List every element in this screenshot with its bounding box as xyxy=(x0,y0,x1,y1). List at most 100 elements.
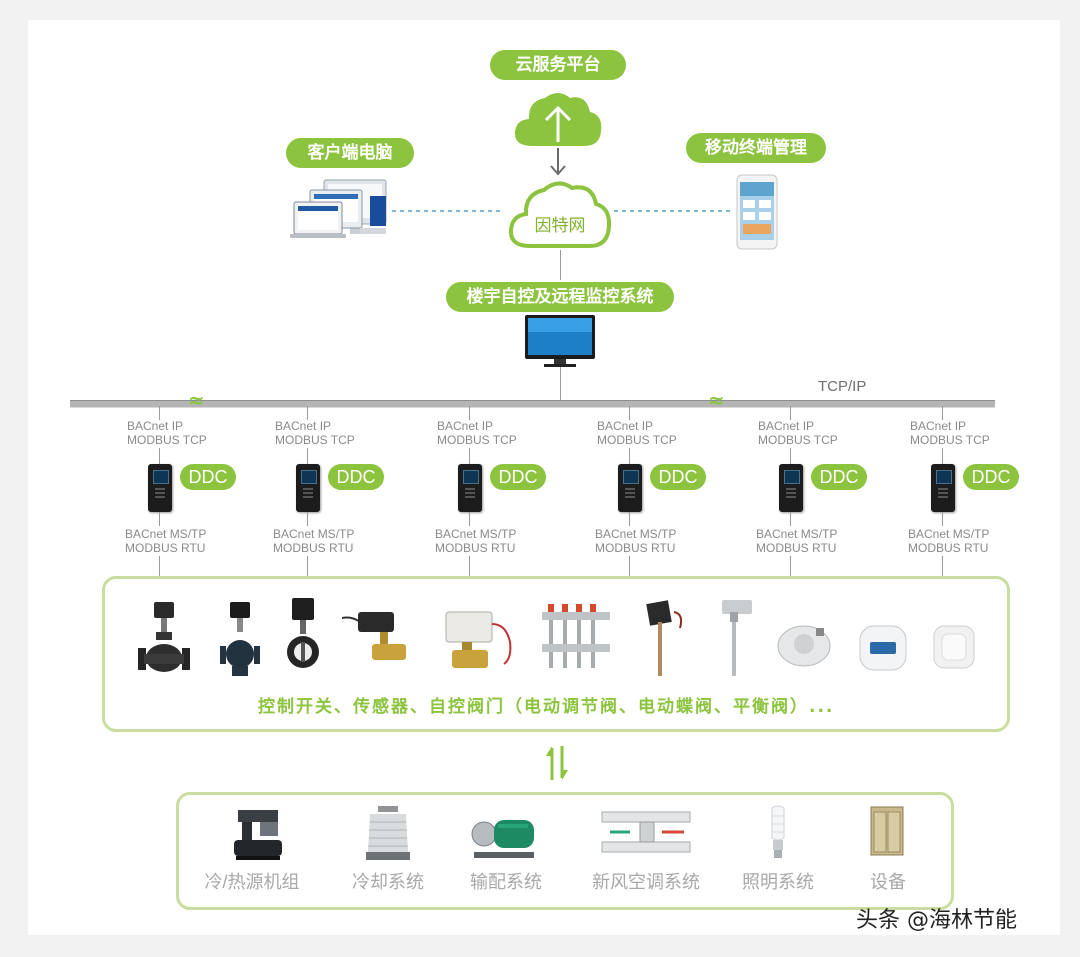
ddc-to-protocol-line xyxy=(159,512,160,526)
ddc-controller-device[interactable] xyxy=(458,464,482,512)
internet-label: 因特网 xyxy=(534,216,586,236)
protocol-to-ddc-line xyxy=(469,448,470,464)
ddc-badge: DDC xyxy=(963,464,1019,490)
protocol-to-devices-line xyxy=(942,556,943,576)
ddc-to-protocol-line xyxy=(942,512,943,526)
ddc-to-protocol-line xyxy=(790,512,791,526)
protocol-to-devices-line xyxy=(790,556,791,576)
lamp-icon xyxy=(771,805,785,858)
protocol-to-devices-line xyxy=(307,556,308,576)
upper-protocol-line-2: MODBUS TCP xyxy=(758,433,838,447)
protocol-to-ddc-line xyxy=(307,448,308,464)
lower-protocol-line-2: MODBUS RTU xyxy=(125,541,206,555)
lower-protocol-line-2: MODBUS RTU xyxy=(595,541,676,555)
ddc-to-protocol-line xyxy=(629,512,630,526)
ddc-controller-device[interactable] xyxy=(618,464,642,512)
upper-protocol-line-2: MODBUS TCP xyxy=(597,433,677,447)
butterfly-valve-icon xyxy=(287,598,319,668)
bus-drop-line xyxy=(629,406,630,420)
upper-protocol-line-2: MODBUS TCP xyxy=(275,433,355,447)
lower-protocol-line-1: BACnet MS/TP xyxy=(908,527,990,541)
ddc-badge: DDC xyxy=(180,464,236,490)
lower-protocol-line-1: BACnet MS/TP xyxy=(756,527,838,541)
upper-protocol-line-2: MODBUS TCP xyxy=(910,433,990,447)
lower-protocol-line-2: MODBUS RTU xyxy=(435,541,516,555)
cooling-tower-icon xyxy=(366,806,410,860)
water-manifold-icon xyxy=(542,604,610,668)
upper-protocol-line-1: BACnet IP xyxy=(275,419,332,433)
elevator-icon xyxy=(870,806,904,856)
equipment-label: 照明系统 xyxy=(742,872,814,892)
lower-protocol-line-1: BACnet MS/TP xyxy=(595,527,677,541)
tcp-ip-label: TCP/IP xyxy=(818,378,867,395)
chiller-icon xyxy=(234,810,282,860)
temperature-probe-icon xyxy=(722,600,752,676)
upper-protocol-line-2: MODBUS TCP xyxy=(437,433,517,447)
lower-protocol-line-1: BACnet MS/TP xyxy=(273,527,355,541)
ddc-controller-device[interactable] xyxy=(148,464,172,512)
lower-protocol-line-2: MODBUS RTU xyxy=(908,541,989,555)
bus-drop-line xyxy=(790,406,791,420)
ddc-controller-device[interactable] xyxy=(931,464,955,512)
field-devices-caption: 控制开关、传感器、自控阀门（电动调节阀、电动蝶阀、平衡阀）... xyxy=(258,697,835,717)
bus-drop-line xyxy=(159,406,160,420)
bus-break-left: ≈ xyxy=(188,388,205,412)
actuator-valve-icon xyxy=(445,611,512,668)
cloud-upload-icon xyxy=(514,93,602,146)
three-way-valve-icon xyxy=(220,602,260,676)
exchange-arrows-icon xyxy=(546,746,568,780)
upper-protocol-line-2: MODBUS TCP xyxy=(127,433,207,447)
cloud-platform-label: 云服务平台 xyxy=(490,50,626,80)
bms-label: 楼宇自控及远程监控系统 xyxy=(446,282,674,312)
client-pc-label: 客户端电脑 xyxy=(286,138,414,168)
ddc-badge: DDC xyxy=(811,464,867,490)
watermark: 头条 @海林节能 xyxy=(856,908,1017,933)
ddc-controller-device[interactable] xyxy=(779,464,803,512)
bidirectional-arrow-icon xyxy=(550,148,566,176)
protocol-to-devices-line xyxy=(469,556,470,576)
humidity-sensor-icon xyxy=(933,625,975,669)
bus-break-right: ≈ xyxy=(708,388,725,412)
mobile-terminal-label: 移动终端管理 xyxy=(686,133,826,163)
ddc-controller-device[interactable] xyxy=(296,464,320,512)
protocol-to-ddc-line xyxy=(942,448,943,464)
protocol-to-ddc-line xyxy=(629,448,630,464)
bus-drop-line xyxy=(469,406,470,420)
dashed-connector-right xyxy=(614,210,730,212)
dashed-connector-left xyxy=(392,210,504,212)
monitor-icon xyxy=(525,315,595,367)
bms-to-bus-line xyxy=(560,367,561,401)
protocol-to-ddc-line xyxy=(159,448,160,464)
field-devices-panel xyxy=(102,576,1010,732)
protocol-to-devices-line xyxy=(629,556,630,576)
equipment-label: 设备 xyxy=(870,872,906,892)
equipment-panel xyxy=(176,792,954,910)
upper-protocol-line-1: BACnet IP xyxy=(437,419,494,433)
protocol-to-ddc-line xyxy=(790,448,791,464)
internet-cloud-icon xyxy=(508,181,612,248)
bus-drop-line xyxy=(307,406,308,420)
internet-to-bms-line xyxy=(560,250,561,280)
upper-protocol-line-1: BACnet IP xyxy=(758,419,815,433)
pressure-switch-icon xyxy=(777,625,831,667)
solenoid-valve-icon xyxy=(342,612,406,660)
equipment-label: 冷却系统 xyxy=(352,872,424,892)
bus-drop-line xyxy=(942,406,943,420)
equipment-label: 新风空调系统 xyxy=(592,872,700,892)
air-handler-icon xyxy=(601,811,691,853)
lower-protocol-line-2: MODBUS RTU xyxy=(273,541,354,555)
ddc-to-protocol-line xyxy=(307,512,308,526)
client-computers-icon xyxy=(290,179,387,238)
ddc-to-protocol-line xyxy=(469,512,470,526)
duct-sensor-icon xyxy=(646,600,683,676)
equipment-label: 输配系统 xyxy=(470,872,542,892)
equipment-label: 冷/热源机组 xyxy=(204,872,300,892)
lower-protocol-line-1: BACnet MS/TP xyxy=(435,527,517,541)
lower-protocol-line-1: BACnet MS/TP xyxy=(125,527,207,541)
electric-valve-icon xyxy=(138,602,190,672)
ddc-badge: DDC xyxy=(490,464,546,490)
upper-protocol-line-1: BACnet IP xyxy=(910,419,967,433)
ddc-badge: DDC xyxy=(650,464,706,490)
lower-protocol-line-2: MODBUS RTU xyxy=(756,541,837,555)
upper-protocol-line-1: BACnet IP xyxy=(597,419,654,433)
